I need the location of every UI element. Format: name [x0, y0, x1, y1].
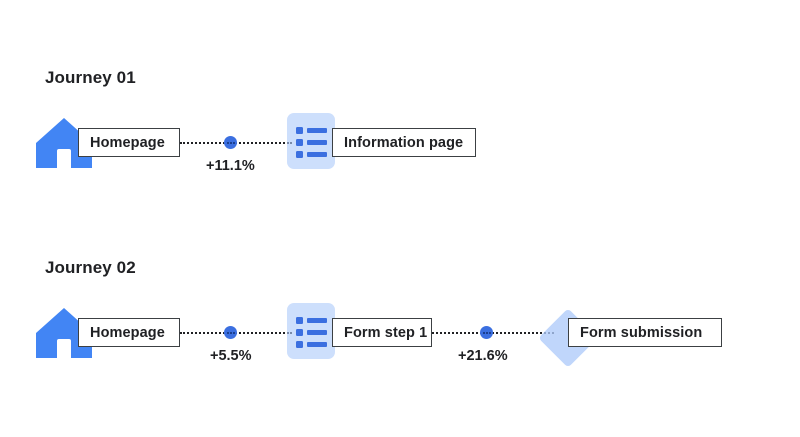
- transition-dot[interactable]: [224, 326, 237, 339]
- journey-02-title: Journey 02: [45, 258, 136, 277]
- transition-percentage: +5.5%: [210, 348, 252, 364]
- node-label: Form submission: [580, 324, 703, 341]
- form-list-icon: [287, 303, 335, 364]
- form-list-icon: [287, 113, 335, 174]
- node-form-submission[interactable]: Form submission: [568, 318, 722, 347]
- transition-dot[interactable]: [224, 136, 237, 149]
- node-label: Homepage: [90, 134, 165, 151]
- transition-percentage: +11.1%: [206, 158, 255, 174]
- node-form-step-1[interactable]: Form step 1: [332, 318, 432, 347]
- connector-line: [432, 332, 554, 336]
- node-label: Information page: [344, 134, 464, 151]
- node-label: Form step 1: [344, 324, 428, 341]
- node-label: Homepage: [90, 324, 165, 341]
- node-homepage[interactable]: Homepage: [78, 318, 180, 347]
- node-homepage[interactable]: Homepage: [78, 128, 180, 157]
- journey-01-title: Journey 01: [45, 68, 136, 87]
- transition-dot[interactable]: [480, 326, 493, 339]
- transition-percentage: +21.6%: [458, 348, 508, 364]
- node-information-page[interactable]: Information page: [332, 128, 476, 157]
